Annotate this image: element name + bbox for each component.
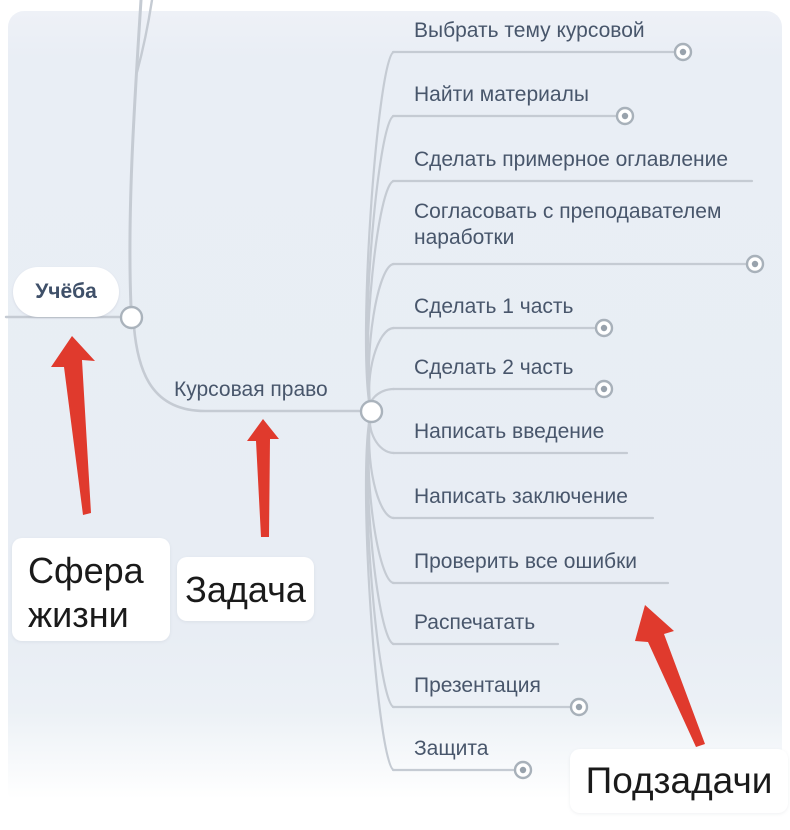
mindmap-background-panel <box>8 11 782 807</box>
arrow-up-icon <box>247 419 279 537</box>
trunk-line-secondary <box>135 0 154 74</box>
task-branch-line <box>132 325 363 413</box>
subtask-label[interactable]: Распечатать <box>414 611 536 634</box>
subtask-label[interactable]: Написать заключение <box>414 485 628 508</box>
subtask-label[interactable]: Сделать 2 часть <box>414 356 574 379</box>
collapse-toggle-icon[interactable] <box>745 254 765 274</box>
subtask-label[interactable]: Презентация <box>414 674 541 697</box>
subtask-label[interactable]: Написать введение <box>414 420 605 443</box>
task-connector-circle[interactable] <box>359 399 384 424</box>
annotation-label-sphere: Сфера жизни <box>28 550 144 635</box>
collapse-toggle-icon[interactable] <box>594 379 614 399</box>
subtask-toggles <box>513 42 765 780</box>
trunk-line <box>128 0 143 309</box>
branch-node-label: Учёба <box>35 280 97 303</box>
branch-connector-circle[interactable] <box>119 305 144 330</box>
arrow-up-icon <box>51 336 95 515</box>
subtask-label[interactable]: Сделать примерное оглавление <box>414 148 729 171</box>
subtask-label[interactable]: Сделать 1 часть <box>414 295 574 318</box>
subtask-label[interactable]: Проверить все ошибки <box>414 550 637 573</box>
annotation-label-subtasks: Подзадачи <box>585 760 773 801</box>
subtask-label[interactable]: Защита <box>414 737 489 760</box>
annotation-box-sphere <box>12 538 170 641</box>
annotation-box-subtasks <box>570 749 788 813</box>
subtask-label[interactable]: Выбрать тему курсовой <box>414 19 645 42</box>
branch-node[interactable]: Учёба <box>13 267 119 317</box>
subtask-label[interactable]: Согласовать с преподавателем наработки <box>414 200 722 249</box>
collapse-toggle-icon[interactable] <box>594 318 614 338</box>
arrow-up-left-icon <box>635 605 705 747</box>
collapse-toggle-icon[interactable] <box>673 42 693 62</box>
annotation-label-task: Задача <box>185 569 306 610</box>
subtask-underlines <box>391 50 754 772</box>
collapse-toggle-icon[interactable] <box>513 760 533 780</box>
subtask-label[interactable]: Найти материалы <box>414 83 589 106</box>
annotation-box-task <box>177 557 314 621</box>
collapse-toggle-icon[interactable] <box>569 697 589 717</box>
task-node-label[interactable]: Курсовая право <box>174 378 328 401</box>
annotation-arrows <box>51 336 705 747</box>
collapse-toggle-icon[interactable] <box>615 106 635 126</box>
